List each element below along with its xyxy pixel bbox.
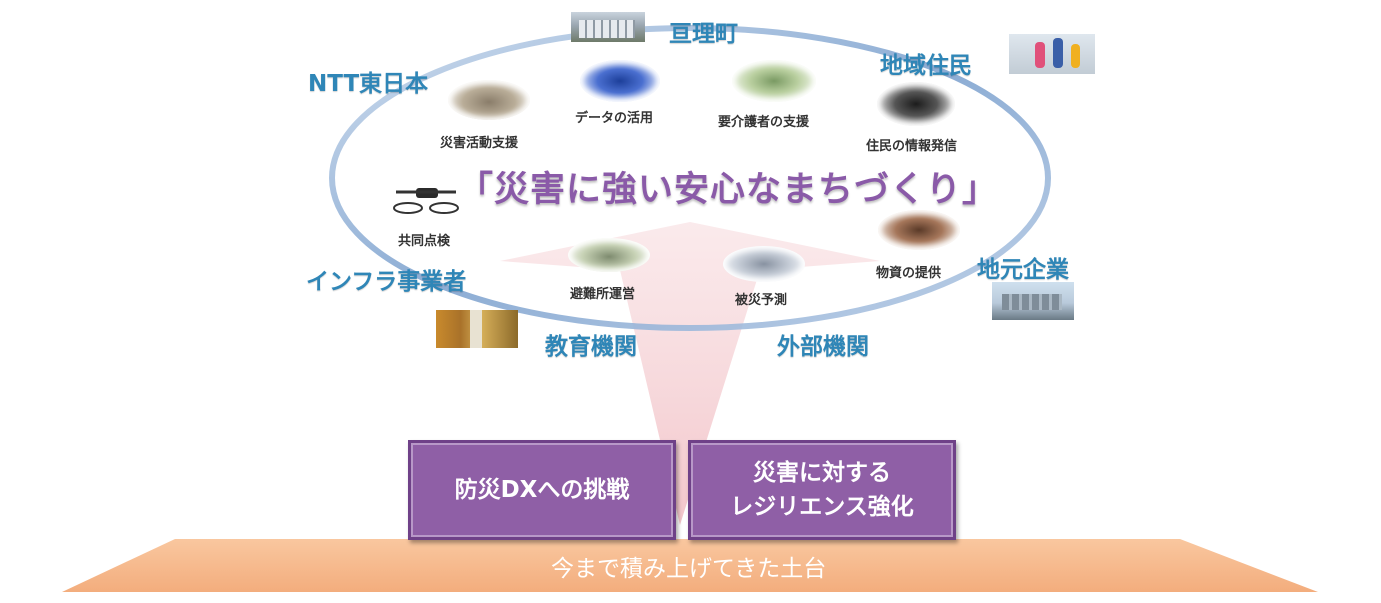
- activity-supplies: 物資の提供: [876, 262, 941, 281]
- activity-damage-forecast: 被災予測: [735, 289, 787, 308]
- pillar-dx-challenge: 防災DXへの挑戦: [408, 440, 676, 540]
- trees-photo: [436, 310, 518, 348]
- forecast-icon: [723, 246, 805, 282]
- supplies-icon: [878, 210, 960, 250]
- activity-shelter-ops: 避難所運営: [570, 283, 635, 302]
- activity-resident-info: 住民の情報発信: [866, 135, 957, 154]
- pillar-resilience-line1: 災害に対する: [753, 456, 891, 490]
- drone-icon: [386, 178, 466, 224]
- stakeholder-residents: 地域住民: [880, 46, 972, 80]
- pillar-dx-challenge-label: 防災DXへの挑戦: [455, 473, 630, 507]
- data-icon: [580, 60, 660, 102]
- stakeholder-education: 教育機関: [545, 327, 637, 361]
- stakeholder-ntt: NTT東日本: [308, 64, 428, 98]
- stakeholder-watari: 亘理町: [669, 14, 738, 48]
- stakeholder-external: 外部機関: [777, 327, 869, 361]
- stakeholder-infra: インフラ事業者: [306, 262, 466, 296]
- caregiver-icon: [732, 60, 816, 102]
- shelter-school-icon: [568, 238, 650, 272]
- town-building-photo: [571, 12, 645, 42]
- sandbag-icon: [448, 80, 530, 120]
- city-photo: [992, 282, 1074, 320]
- stakeholder-local-biz: 地元企業: [977, 250, 1069, 284]
- activity-data-use: データの活用: [575, 107, 653, 126]
- pillar-resilience-line2: レジリエンス強化: [730, 490, 914, 524]
- smartphone-icon: [877, 82, 955, 126]
- activity-joint-inspection: 共同点検: [398, 230, 450, 249]
- residents-photo: [1009, 34, 1095, 74]
- foundation-label: 今まで積み上げてきた土台: [551, 549, 826, 583]
- pillar-resilience: 災害に対する レジリエンス強化: [688, 440, 956, 540]
- activity-care-support: 要介護者の支援: [718, 111, 809, 130]
- slogan: 「災害に強い安心なまちづくり」: [458, 161, 998, 212]
- activity-disaster-support: 災害活動支援: [440, 132, 518, 151]
